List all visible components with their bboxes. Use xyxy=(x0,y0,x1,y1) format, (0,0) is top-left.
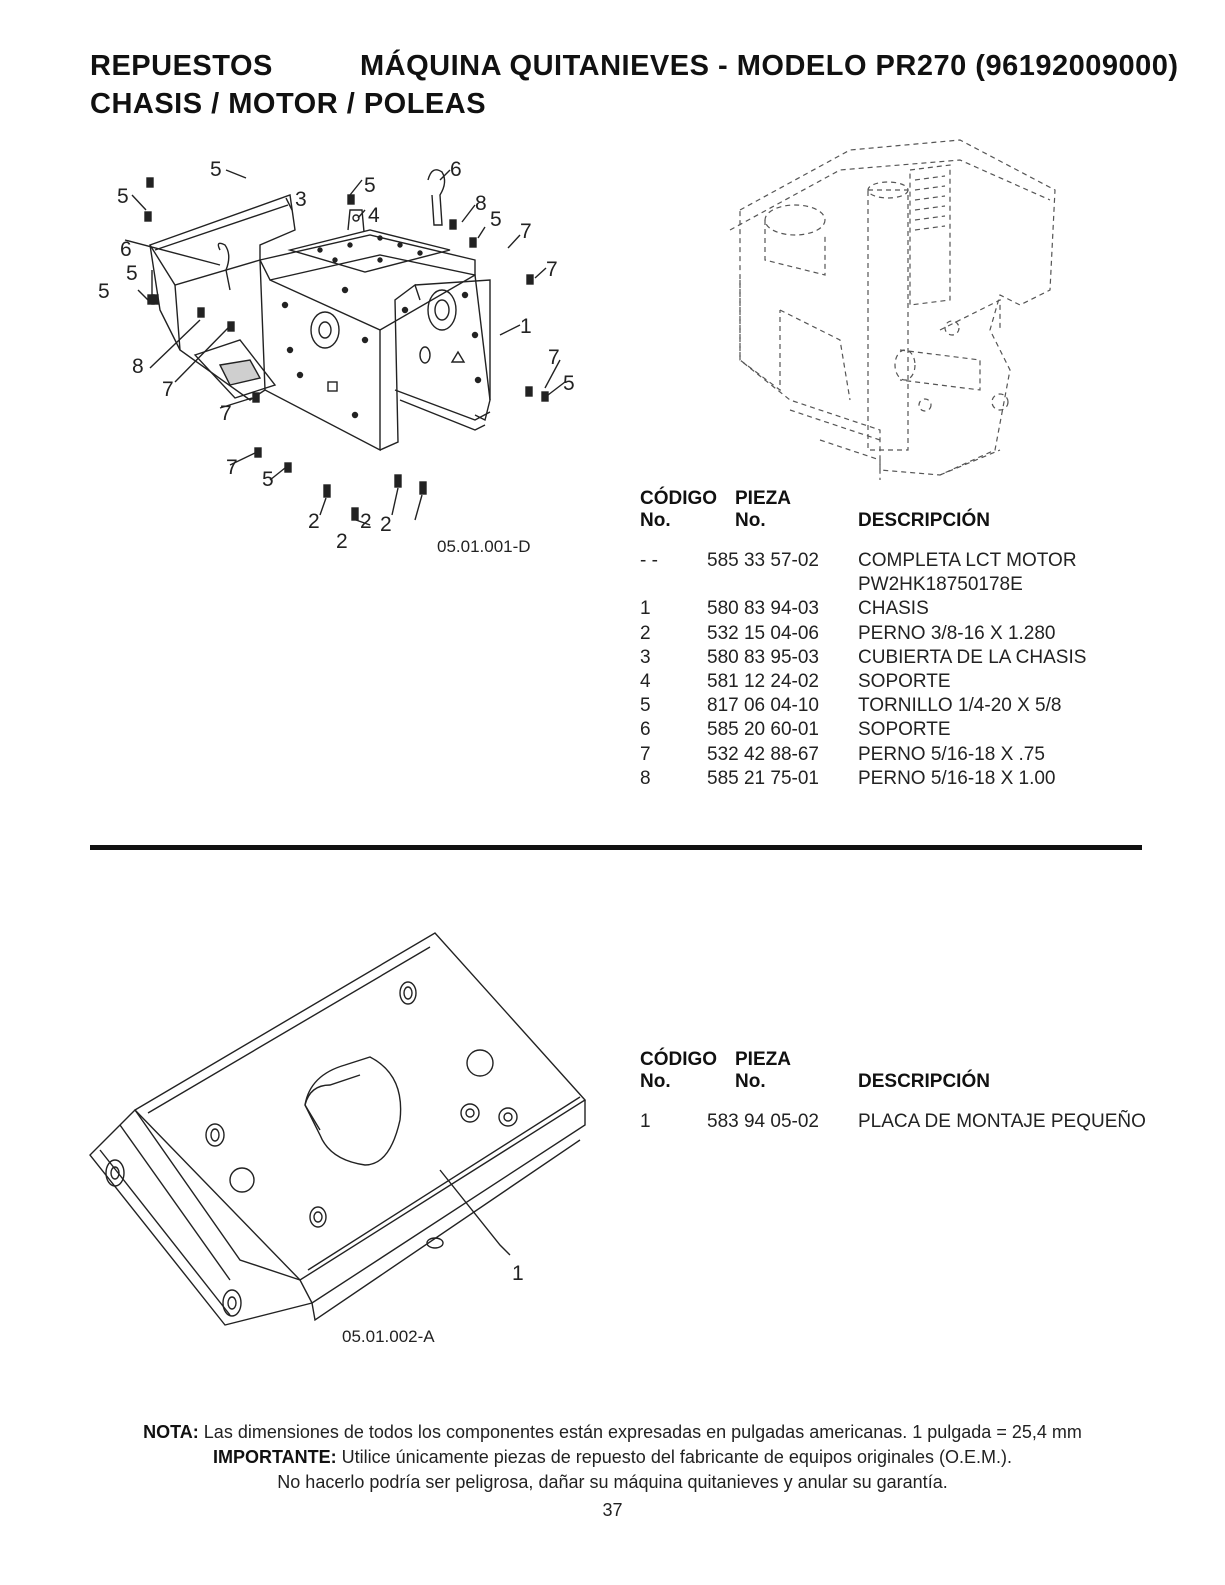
callout-label: 7 xyxy=(226,456,238,479)
callout-label: 5 xyxy=(117,185,129,208)
row-description: SOPORTE xyxy=(858,719,951,741)
importante-label: IMPORTANTE: xyxy=(212,1447,337,1467)
header-code: CÓDIGO xyxy=(640,488,718,509)
row-code: 4 xyxy=(640,670,651,692)
callout-label: 2 xyxy=(360,510,372,533)
callout-label: 2 xyxy=(308,510,320,533)
row-part-number: 585 33 57-02 xyxy=(707,550,819,571)
callout-label: 5 xyxy=(364,174,376,197)
row-code: 3 xyxy=(640,646,651,668)
section-divider xyxy=(90,845,1142,850)
callout-label: 5 xyxy=(490,208,502,231)
callout-label: 8 xyxy=(132,355,144,378)
header-left-title: REPUESTOS xyxy=(90,50,273,82)
footer-nota: NOTA: Las dimensiones de todos los compo… xyxy=(0,1422,1225,1443)
row-description: PERNO 5/16-18 X 1.00 xyxy=(858,767,1056,789)
callout-label: 5 xyxy=(210,158,222,181)
footer-warning: No hacerlo podría ser peligrosa, dañar s… xyxy=(277,1472,948,1492)
mounting-plate-diagram xyxy=(89,932,587,1326)
chassis-exploded-diagram xyxy=(124,169,566,526)
figure2-callout: 1 xyxy=(512,1262,524,1285)
row-code: 1 xyxy=(640,598,651,620)
row-code: 6 xyxy=(640,719,651,741)
row-code: 7 xyxy=(640,743,651,765)
callout-label: 7 xyxy=(520,220,532,243)
callout-label: 8 xyxy=(475,192,487,215)
callout-label: 5 xyxy=(262,468,274,491)
row-part-number: 580 83 95-03 xyxy=(707,646,819,668)
header-description: DESCRIPCIÓN xyxy=(858,510,990,531)
row-part-number: 532 15 04-06 xyxy=(707,622,819,644)
row-part-number: 532 42 88-67 xyxy=(707,743,819,765)
row-description: TORNILLO 1/4-20 X 5/8 xyxy=(858,695,1062,717)
row-description: PERNO 5/16-18 X .75 xyxy=(858,743,1045,765)
callout-label: 7 xyxy=(220,402,232,425)
row-part-number: 580 83 94-03 xyxy=(707,598,819,620)
row-description: CHASIS xyxy=(858,598,929,620)
header-description: DESCRIPCIÓN xyxy=(858,1071,990,1092)
callout-label: 5 xyxy=(98,280,110,303)
header-model-title: MÁQUINA QUITANIEVES - MODELO PR270 (9619… xyxy=(360,50,1179,82)
figure1-code: 05.01.001-D xyxy=(437,537,531,556)
row-code: 2 xyxy=(640,622,651,644)
row-part-number: 585 21 75-01 xyxy=(707,767,819,789)
row-part-number: 817 06 04-10 xyxy=(707,695,819,717)
callout-label: 1 xyxy=(520,315,532,338)
footer-importante: IMPORTANTE: Utilice únicamente piezas de… xyxy=(0,1447,1225,1468)
callout-label: 7 xyxy=(546,258,558,281)
row-description: SOPORTE xyxy=(858,670,951,692)
callout-label: 7 xyxy=(162,378,174,401)
row-part-number: 581 12 24-02 xyxy=(707,670,819,692)
row-description: CUBIERTA DE LA CHASIS xyxy=(858,646,1087,668)
section-title: CHASIS / MOTOR / POLEAS xyxy=(90,88,487,120)
header-code: CÓDIGO xyxy=(640,1049,718,1070)
callout-label: 6 xyxy=(450,158,462,181)
row-description: PLACA DE MONTAJE PEQUEÑO xyxy=(858,1111,1146,1132)
row-description: COMPLETA LCT MOTOR xyxy=(858,550,1077,571)
nota-text: Las dimensiones de todos los componentes… xyxy=(198,1422,1082,1442)
callout-label: 2 xyxy=(380,513,392,536)
row-code: 5 xyxy=(640,695,651,717)
engine-outline-diagram xyxy=(729,139,1056,480)
callout-label: 4 xyxy=(368,204,380,227)
header-part-no: No. xyxy=(735,510,766,531)
row-description: PW2HK18750178E xyxy=(858,574,1023,596)
importante-text: Utilice únicamente piezas de repuesto de… xyxy=(336,1447,1013,1467)
header-part: PIEZA xyxy=(735,1049,791,1070)
header-code-no: No. xyxy=(640,510,671,531)
row-description: PERNO 3/8-16 X 1.280 xyxy=(858,622,1056,644)
callout-label: 2 xyxy=(336,530,348,553)
callout-label: 7 xyxy=(548,346,560,369)
row-code: - - xyxy=(640,550,658,571)
nota-label: NOTA: xyxy=(143,1422,199,1442)
page-number: 37 xyxy=(602,1500,623,1520)
callout-label: 5 xyxy=(126,262,138,285)
header-code-no: No. xyxy=(640,1071,671,1092)
header-part: PIEZA xyxy=(735,488,791,509)
row-part-number: 585 20 60-01 xyxy=(707,719,819,741)
header-part-no: No. xyxy=(735,1071,766,1092)
row-part-number: 583 94 05-02 xyxy=(707,1111,819,1132)
figure1-callouts: 5 5 3 5 4 6 8 5 7 6 5 7 5 1 8 7 7 5 7 7 … xyxy=(80,150,600,570)
callout-label: 5 xyxy=(563,372,575,395)
callout-label: 3 xyxy=(295,188,307,211)
row-code: 1 xyxy=(640,1111,651,1132)
callout-label: 6 xyxy=(120,238,132,261)
figure2-code: 05.01.002-A xyxy=(342,1327,435,1346)
row-code: 8 xyxy=(640,767,651,789)
